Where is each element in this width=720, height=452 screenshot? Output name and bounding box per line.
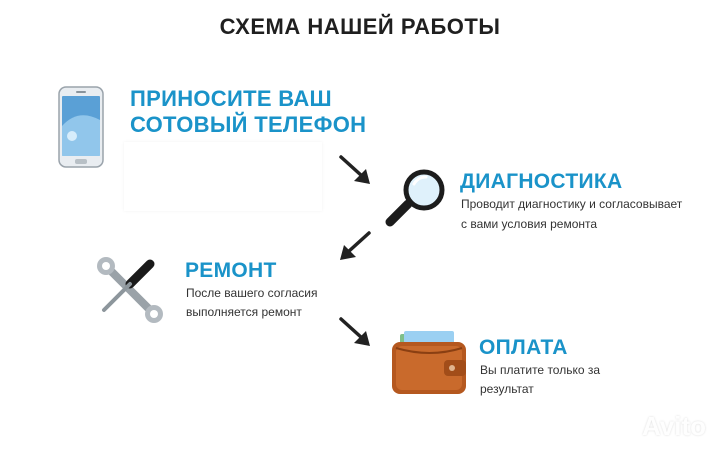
wallet-icon	[386, 328, 470, 398]
arrow-down-right-icon	[338, 154, 374, 188]
step-diagnostics-text-2: с вами условия ремонта	[461, 217, 598, 231]
page-title: СХЕМА НАШЕЙ РАБОТЫ	[219, 14, 501, 39]
arrow-down-left-icon	[336, 230, 372, 264]
step-payment-heading: ОПЛАТА	[479, 336, 568, 359]
step-repair-text-2: выполняется ремонт	[186, 305, 302, 319]
step-phone-heading-1: ПРИНОСИТЕ ВАШ	[130, 86, 332, 111]
phone-icon	[58, 86, 104, 168]
watermark: Avito	[641, 411, 706, 441]
step-diagnostics-heading: ДИАГНОСТИКА	[460, 170, 623, 193]
step-repair-heading: РЕМОНТ	[185, 259, 277, 282]
step-payment-text-2: результат	[480, 382, 534, 396]
blank-area	[124, 142, 322, 211]
step-payment-text-1: Вы платите только за	[480, 363, 601, 377]
step-repair-text-1: После вашего согласия	[186, 286, 318, 300]
magnifier-icon	[384, 168, 448, 230]
tools-icon	[94, 254, 166, 324]
arrow-down-right-icon	[338, 316, 374, 350]
step-phone-heading-2: СОТОВЫЙ ТЕЛЕФОН	[130, 112, 367, 137]
step-diagnostics-text-1: Проводит диагностику и согласовывает	[461, 197, 683, 211]
avito-logo-icon	[616, 416, 646, 442]
